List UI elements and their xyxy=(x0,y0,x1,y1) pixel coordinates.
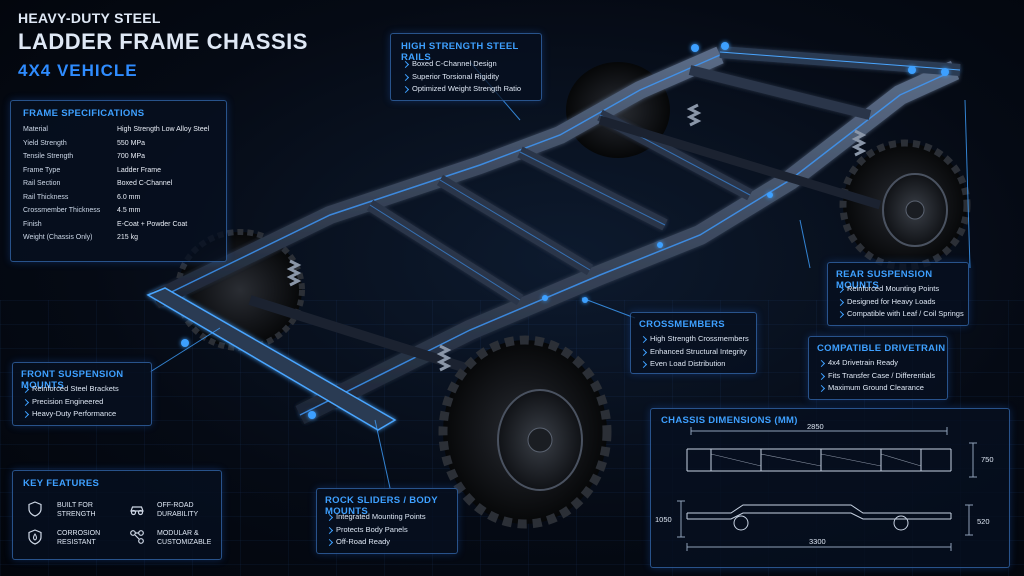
dimension-side-right: 520 xyxy=(977,517,990,526)
list-item: Precision Engineered xyxy=(23,396,119,409)
title-line-1: HEAVY-DUTY STEEL xyxy=(18,10,161,26)
feature-label-2: DURABILITY xyxy=(157,511,199,518)
dimension-bottom-length: 3300 xyxy=(809,537,826,546)
list-item: Maximum Ground Clearance xyxy=(819,382,935,395)
spec-value: 4.5 mm xyxy=(117,207,141,214)
list-item: Integrated Mounting Points xyxy=(327,511,426,524)
spec-value: High Strength Low Alloy Steel xyxy=(117,126,210,133)
panel-title: KEY FEATURES xyxy=(23,478,100,489)
feature-label-2: RESISTANT xyxy=(57,539,96,546)
modular-link-icon xyxy=(130,530,144,544)
spec-key: Frame Type xyxy=(23,166,61,174)
callout-list: Reinforced Mounting Points Designed for … xyxy=(838,283,964,321)
frame-specifications-panel: FRAME SPECIFICATIONS Material High Streng… xyxy=(10,100,227,262)
suspension-springs xyxy=(286,103,867,372)
spec-row: Rail Thickness 6.0 mm xyxy=(23,191,209,205)
feature-built-for-strength: BUILT FOR STRENGTH xyxy=(57,501,96,519)
callout-list: Integrated Mounting Points Protects Body… xyxy=(327,511,426,549)
spec-key: Material xyxy=(23,126,48,133)
title-line-3: 4X4 VEHICLE xyxy=(18,61,138,80)
callout-list: 4x4 Drivetrain Ready Fits Transfer Case … xyxy=(819,357,935,395)
feature-label-1: MODULAR & xyxy=(157,530,199,537)
list-item: Reinforced Mounting Points xyxy=(838,283,964,296)
spec-row: Yield Strength 550 MPa xyxy=(23,137,209,151)
spec-value: E-Coat + Powder Coat xyxy=(117,220,188,228)
list-item: Fits Transfer Case / Differentials xyxy=(819,370,935,383)
front-suspension-callout: FRONT SUSPENSION MOUNTS Reinforced Steel… xyxy=(12,362,152,426)
list-item: Enhanced Structural Integrity xyxy=(641,346,749,359)
rock-sliders-callout: ROCK SLIDERS / BODY MOUNTS Integrated Mo… xyxy=(316,488,458,554)
list-item: Heavy-Duty Performance xyxy=(23,408,119,421)
list-item: High Strength Crossmembers xyxy=(641,333,749,346)
spec-row: Frame Type Ladder Frame xyxy=(23,164,209,178)
rear-axle xyxy=(598,115,882,210)
offroad-vehicle-icon xyxy=(130,506,144,516)
drivetrain-callout: COMPATIBLE DRIVETRAIN 4x4 Drivetrain Rea… xyxy=(808,336,948,400)
list-item: Designed for Heavy Loads xyxy=(838,296,964,309)
list-item: Boxed C-Channel Design xyxy=(403,58,521,71)
spec-value: 550 MPa xyxy=(117,139,146,147)
spec-key: Tensile Strength xyxy=(23,153,74,160)
spec-key: Crossmember Thickness xyxy=(23,207,101,214)
spec-row: Rail Section Boxed C-Channel xyxy=(23,177,209,191)
key-features-panel: KEY FEATURES BUILT FOR STRENGTH OFF-ROAD… xyxy=(12,470,222,560)
corrosion-shield-icon xyxy=(28,529,42,545)
spec-row: Finish E-Coat + Powder Coat xyxy=(23,218,209,232)
spec-value: 215 kg xyxy=(117,234,139,241)
spec-key: Weight (Chassis Only) xyxy=(23,234,93,241)
chassis-dimensions-panel: CHASSIS DIMENSIONS (mm) 2850 750 1050 52… xyxy=(650,408,1010,568)
panel-title: FRAME SPECIFICATIONS xyxy=(23,108,145,119)
feature-label-1: OFF-ROAD xyxy=(157,502,194,509)
spec-value: 6.0 mm xyxy=(117,193,141,201)
steel-rails-callout: HIGH STRENGTH STEEL RAILS Boxed C-Channe… xyxy=(390,33,542,101)
dimension-top-height: 750 xyxy=(981,455,994,464)
mount-point-highlights xyxy=(181,42,949,419)
spec-row: Tensile Strength 700 MPa xyxy=(23,150,209,164)
front-right-tire xyxy=(438,335,612,529)
callout-list: High Strength Crossmembers Enhanced Stru… xyxy=(641,333,749,371)
feature-label-2: CUSTOMIZABLE xyxy=(157,539,212,546)
spec-row: Weight (Chassis Only) 215 kg xyxy=(23,231,209,245)
callout-title: COMPATIBLE DRIVETRAIN xyxy=(817,343,946,354)
list-item: Off-Road Ready xyxy=(327,536,426,549)
spec-key: Yield Strength xyxy=(23,139,67,147)
ladder-frame xyxy=(146,46,961,431)
callout-title: CROSSMEMBERS xyxy=(639,319,725,330)
callout-list: Boxed C-Channel Design Superior Torsiona… xyxy=(403,58,521,96)
spec-value: Boxed C-Channel xyxy=(117,180,173,187)
spec-key: Rail Section xyxy=(23,180,61,187)
spec-key: Rail Thickness xyxy=(23,193,69,201)
list-item: Protects Body Panels xyxy=(327,524,426,537)
spec-key: Finish xyxy=(23,220,42,228)
dimension-side-left: 1050 xyxy=(655,515,672,524)
title-line-2: LADDER FRAME CHASSIS xyxy=(18,29,308,54)
list-item: 4x4 Drivetrain Ready xyxy=(819,357,935,370)
feature-modular-customizable: MODULAR & CUSTOMIZABLE xyxy=(157,529,211,547)
list-item: Reinforced Steel Brackets xyxy=(23,383,119,396)
callout-leader-lines xyxy=(149,61,971,489)
spec-table: Material High Strength Low Alloy Steel Yi… xyxy=(23,123,209,245)
feature-label-2: STRENGTH xyxy=(57,511,96,518)
spec-row: Material High Strength Low Alloy Steel xyxy=(23,123,209,137)
spec-row: Crossmember Thickness 4.5 mm xyxy=(23,204,209,218)
rear-right-tire xyxy=(839,139,971,271)
spec-value: 700 MPa xyxy=(117,153,146,160)
panel-title: CHASSIS DIMENSIONS (mm) xyxy=(661,415,798,426)
crossmembers-callout: CROSSMEMBERS High Strength Crossmembers … xyxy=(630,312,757,374)
list-item: Compatible with Leaf / Coil Springs xyxy=(838,308,964,321)
feature-off-road-durability: OFF-ROAD DURABILITY xyxy=(157,501,198,519)
list-item: Optimized Weight Strength Ratio xyxy=(403,83,521,96)
dimension-drawing xyxy=(677,427,977,551)
list-item: Even Load Distribution xyxy=(641,358,749,371)
spec-value: Ladder Frame xyxy=(117,166,161,174)
feature-label-1: BUILT FOR xyxy=(57,502,93,509)
dimension-top-length: 2850 xyxy=(807,422,824,431)
rear-suspension-callout: REAR SUSPENSION MOUNTS Reinforced Mounti… xyxy=(827,262,969,326)
list-item: Superior Torsional Rigidity xyxy=(403,71,521,84)
callout-list: Reinforced Steel Brackets Precision Engi… xyxy=(23,383,119,421)
feature-corrosion-resistant: CORROSION RESISTANT xyxy=(57,529,100,547)
shield-icon xyxy=(28,501,42,517)
feature-label-1: CORROSION xyxy=(57,530,101,537)
